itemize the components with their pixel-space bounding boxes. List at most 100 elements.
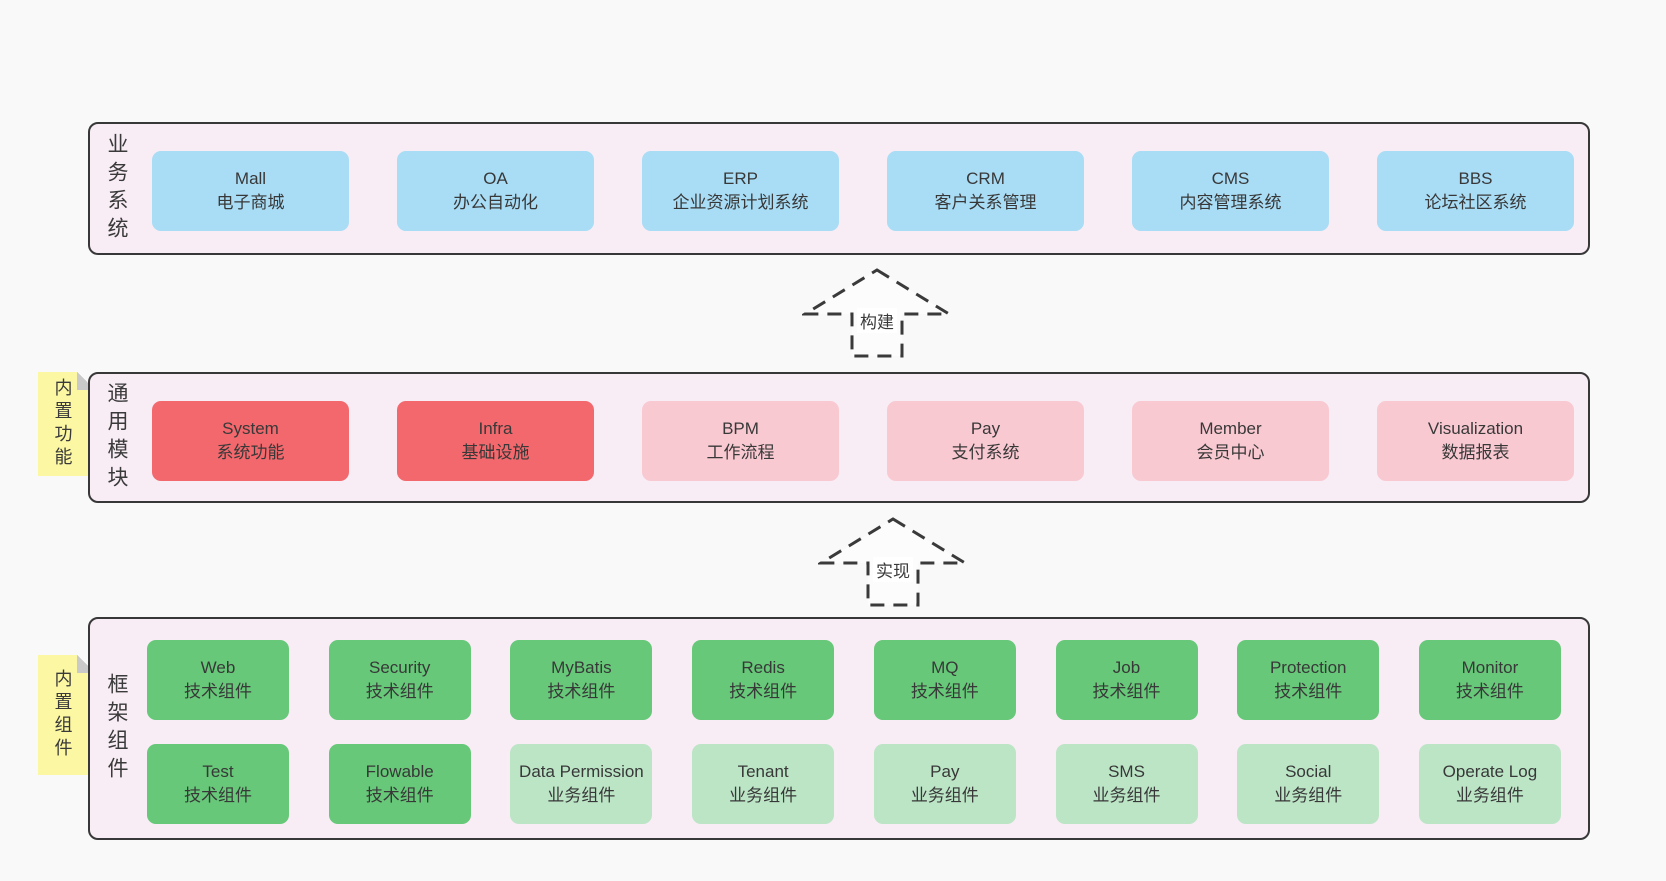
box-security: Security 技术组件 bbox=[328, 640, 471, 720]
framework-components-row-1: Web 技术组件 Security 技术组件 MyBatis 技术组件 Redi… bbox=[147, 640, 1561, 720]
sticky-note-built-in-features-label: 内置功能 bbox=[52, 378, 73, 470]
box-web-name: Web bbox=[200, 658, 236, 677]
box-security-desc: 技术组件 bbox=[365, 682, 434, 701]
box-system-name: System bbox=[222, 419, 279, 438]
common-modules-row: System 系统功能 Infra 基础设施 BPM 工作流程 Pay 支付系统… bbox=[152, 401, 1574, 481]
box-protection-name: Protection bbox=[1269, 658, 1347, 677]
box-mall: Mall 电子商城 bbox=[152, 151, 349, 231]
band-framework-components: 框架组件 Web 技术组件 Security 技术组件 MyBatis 技术组件… bbox=[88, 617, 1590, 840]
box-operate-log: Operate Log 业务组件 bbox=[1418, 744, 1561, 824]
box-bbs: BBS 论坛社区系统 bbox=[1377, 151, 1574, 231]
box-sms-desc: 业务组件 bbox=[1092, 786, 1161, 805]
box-test-name: Test bbox=[202, 762, 234, 781]
box-bpm-name: BPM bbox=[722, 419, 759, 438]
box-infra-desc: 基础设施 bbox=[461, 443, 530, 462]
box-mall-desc: 电子商城 bbox=[216, 193, 285, 212]
business-systems-row: Mall 电子商城 OA 办公自动化 ERP 企业资源计划系统 CRM 客户关系… bbox=[152, 151, 1574, 231]
box-bbs-desc: 论坛社区系统 bbox=[1424, 193, 1527, 212]
box-pay-business-desc: 业务组件 bbox=[910, 786, 979, 805]
sticky-note-built-in-features: 内置功能 bbox=[38, 372, 95, 476]
arrow-build-label: 构建 bbox=[857, 308, 897, 333]
box-visualization-desc: 数据报表 bbox=[1441, 443, 1510, 462]
sticky-note-built-in-components: 内置组件 bbox=[38, 655, 95, 775]
box-visualization: Visualization 数据报表 bbox=[1377, 401, 1574, 481]
box-protection: Protection 技术组件 bbox=[1237, 640, 1380, 720]
arrow-implement: 实现 bbox=[815, 516, 971, 608]
box-infra: Infra 基础设施 bbox=[397, 401, 594, 481]
box-erp-desc: 企业资源计划系统 bbox=[672, 193, 809, 212]
box-monitor: Monitor 技术组件 bbox=[1418, 640, 1561, 720]
box-web: Web 技术组件 bbox=[147, 640, 289, 720]
box-system: System 系统功能 bbox=[152, 401, 349, 481]
box-crm: CRM 客户关系管理 bbox=[887, 151, 1084, 231]
box-mybatis-name: MyBatis bbox=[551, 658, 612, 677]
box-oa: OA 办公自动化 bbox=[397, 151, 594, 231]
arrow-build: 构建 bbox=[799, 267, 955, 359]
box-mq-name: MQ bbox=[931, 658, 959, 677]
box-bpm: BPM 工作流程 bbox=[642, 401, 839, 481]
band-business-systems-label: 业务系统 bbox=[105, 132, 128, 245]
box-redis: Redis 技术组件 bbox=[692, 640, 835, 720]
box-job: Job 技术组件 bbox=[1055, 640, 1198, 720]
box-cms: CMS 内容管理系统 bbox=[1132, 151, 1329, 231]
box-infra-name: Infra bbox=[478, 419, 513, 438]
box-crm-desc: 客户关系管理 bbox=[934, 193, 1037, 212]
band-common-modules: 通用模块 System 系统功能 Infra 基础设施 BPM 工作流程 Pay… bbox=[88, 372, 1590, 503]
box-member-desc: 会员中心 bbox=[1196, 443, 1265, 462]
box-test-desc: 技术组件 bbox=[184, 786, 252, 805]
box-security-name: Security bbox=[368, 658, 431, 677]
sticky-note-built-in-components-label: 内置组件 bbox=[52, 669, 73, 761]
box-web-desc: 技术组件 bbox=[184, 682, 252, 701]
box-monitor-desc: 技术组件 bbox=[1455, 682, 1524, 701]
box-bpm-desc: 工作流程 bbox=[706, 443, 775, 462]
box-protection-desc: 技术组件 bbox=[1274, 682, 1343, 701]
box-data-permission-desc: 业务组件 bbox=[547, 786, 616, 805]
box-member-name: Member bbox=[1199, 419, 1262, 438]
box-flowable-desc: 技术组件 bbox=[365, 786, 434, 805]
box-crm-name: CRM bbox=[966, 169, 1005, 188]
box-monitor-name: Monitor bbox=[1461, 658, 1519, 677]
box-social-name: Social bbox=[1285, 762, 1332, 781]
box-redis-desc: 技术组件 bbox=[729, 682, 798, 701]
box-erp-name: ERP bbox=[723, 169, 758, 188]
box-cms-name: CMS bbox=[1211, 169, 1250, 188]
band-business-systems: 业务系统 Mall 电子商城 OA 办公自动化 ERP 企业资源计划系统 CRM… bbox=[88, 122, 1590, 255]
box-redis-name: Redis bbox=[741, 658, 785, 677]
box-data-permission: Data Permission 业务组件 bbox=[510, 744, 653, 824]
box-test: Test 技术组件 bbox=[147, 744, 289, 824]
box-flowable: Flowable 技术组件 bbox=[328, 744, 471, 824]
box-system-desc: 系统功能 bbox=[216, 443, 285, 462]
box-tenant-name: Tenant bbox=[737, 762, 789, 781]
box-social: Social 业务组件 bbox=[1237, 744, 1380, 824]
box-operate-log-desc: 业务组件 bbox=[1455, 786, 1524, 805]
box-pay-business-name: Pay bbox=[930, 762, 960, 781]
framework-components-row-2: Test 技术组件 Flowable 技术组件 Data Permission … bbox=[147, 744, 1561, 824]
arrow-implement-label: 实现 bbox=[873, 557, 913, 582]
box-sms-name: SMS bbox=[1108, 762, 1145, 781]
box-mall-name: Mall bbox=[234, 169, 267, 188]
box-job-name: Job bbox=[1112, 658, 1141, 677]
box-bbs-name: BBS bbox=[1458, 169, 1493, 188]
box-pay-business: Pay 业务组件 bbox=[873, 744, 1016, 824]
box-mybatis: MyBatis 技术组件 bbox=[510, 640, 653, 720]
box-tenant: Tenant 业务组件 bbox=[692, 744, 835, 824]
box-operate-log-name: Operate Log bbox=[1442, 762, 1538, 781]
box-erp: ERP 企业资源计划系统 bbox=[642, 151, 839, 231]
box-mybatis-desc: 技术组件 bbox=[547, 682, 616, 701]
box-cms-desc: 内容管理系统 bbox=[1179, 193, 1282, 212]
box-pay-desc: 支付系统 bbox=[951, 443, 1020, 462]
box-job-desc: 技术组件 bbox=[1092, 682, 1161, 701]
box-sms: SMS 业务组件 bbox=[1055, 744, 1198, 824]
box-visualization-name: Visualization bbox=[1427, 419, 1524, 438]
box-flowable-name: Flowable bbox=[365, 762, 434, 781]
box-mq: MQ 技术组件 bbox=[873, 640, 1016, 720]
box-social-desc: 业务组件 bbox=[1274, 786, 1343, 805]
box-data-permission-name: Data Permission bbox=[519, 762, 644, 781]
box-pay-name: Pay bbox=[970, 419, 1001, 438]
box-tenant-desc: 业务组件 bbox=[729, 786, 798, 805]
band-framework-components-label: 框架组件 bbox=[105, 672, 128, 785]
box-mq-desc: 技术组件 bbox=[910, 682, 979, 701]
box-oa-name: OA bbox=[483, 169, 508, 188]
band-common-modules-label: 通用模块 bbox=[105, 381, 128, 494]
